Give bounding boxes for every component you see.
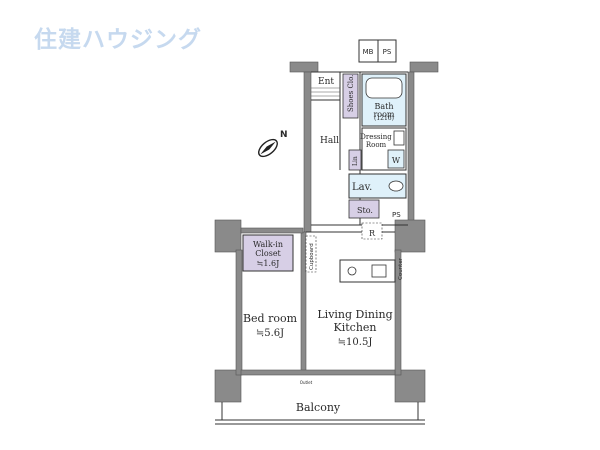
- counter-label: Counter: [398, 257, 404, 280]
- walkin-size: ≒1.6J: [257, 259, 280, 268]
- bathtub: [365, 77, 403, 99]
- hall-label: Hall: [320, 136, 339, 146]
- ps-top-label: PS: [383, 48, 392, 56]
- storage-label: Sto.: [357, 206, 373, 215]
- shoes-closet: [342, 73, 359, 119]
- wall-partition: [300, 231, 307, 373]
- washer-label: W: [392, 156, 401, 165]
- compass-n-label: N: [280, 130, 288, 140]
- balcony-label: Balcony: [296, 401, 341, 414]
- linen-label: Lin: [352, 156, 359, 166]
- kitchen-sink-icon: [371, 264, 387, 278]
- entrance-label: Ent: [318, 77, 334, 87]
- washer-box: [387, 149, 405, 169]
- interior-lines: [306, 71, 408, 233]
- shoes-closet-label: Shoes Clo.: [347, 75, 355, 112]
- wall-left: [235, 249, 243, 376]
- column-left-top: [214, 219, 242, 253]
- bedroom-size: ≒5.6J: [256, 328, 284, 339]
- compass-icon: [258, 138, 278, 158]
- column-left-bottom: [214, 369, 242, 403]
- ldk-size: ≒10.5J: [338, 337, 373, 348]
- bedroom-label: Bed room: [243, 312, 298, 325]
- storage: [348, 199, 380, 219]
- sink-icon: [393, 130, 405, 146]
- wall-right-lower: [394, 249, 402, 376]
- column-right-top: [394, 219, 426, 253]
- ps-mid-label: PS: [392, 211, 401, 219]
- wall-right-upper: [407, 71, 415, 223]
- wall-corridor-left: [303, 71, 312, 233]
- lavatory-label: Lav.: [352, 182, 372, 193]
- watermark-logo: 住建ハウジング: [34, 27, 202, 53]
- cupboard: [305, 235, 317, 273]
- ldk-label: Living Dining: [317, 308, 392, 321]
- ldk-kitchen-label: Kitchen: [334, 321, 377, 334]
- mb-label: MB: [363, 48, 374, 56]
- balcony-outline: [215, 402, 425, 425]
- cupboard-label: Cupboard: [309, 243, 315, 270]
- entrance-steps: [311, 87, 340, 97]
- wall-top-bedroom: [240, 227, 304, 234]
- wall-top-left: [289, 61, 319, 73]
- linen-closet: [348, 149, 362, 171]
- toilet-icon: [388, 180, 404, 192]
- column-right-bottom: [394, 369, 426, 403]
- walls: [214, 61, 439, 403]
- refrigerator: [361, 222, 383, 240]
- wall-top-right: [409, 61, 439, 73]
- walkin-closet: [242, 234, 294, 272]
- bathroom-size: (1216): [374, 115, 394, 122]
- utility-top: [358, 39, 397, 63]
- outlet-note: Outlet: [300, 380, 313, 385]
- wall-bottom: [240, 369, 396, 376]
- refrigerator-label: R: [369, 229, 376, 238]
- stove-icon: [347, 266, 357, 276]
